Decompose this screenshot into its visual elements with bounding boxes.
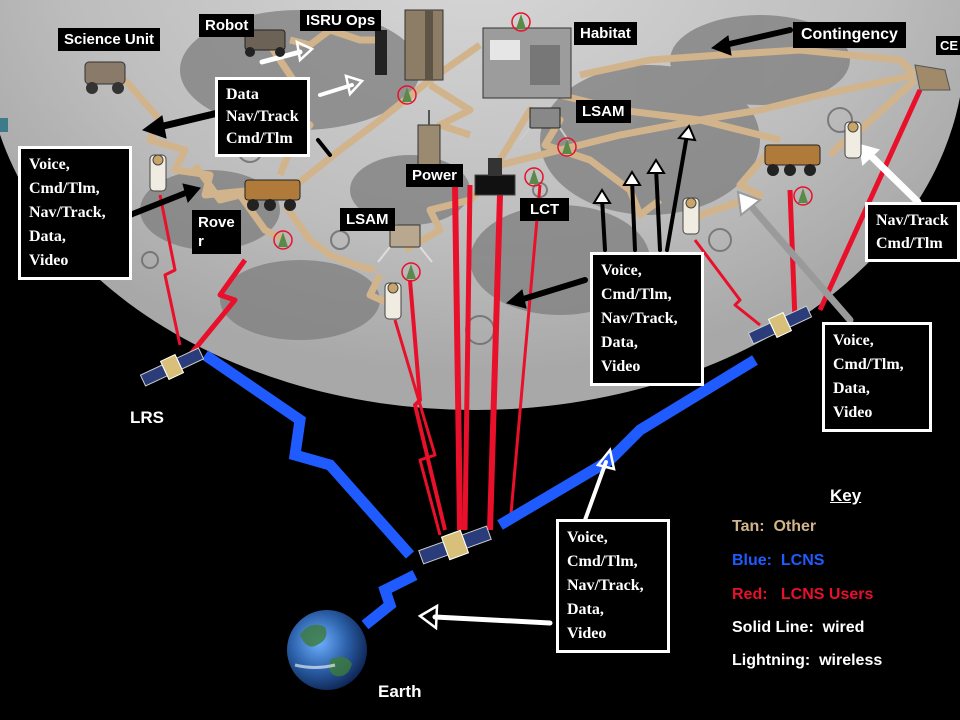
rover-links-callout: Voice, Cmd/Tlm, Nav/Track, Data, Video [18,146,132,280]
arrow-data-to-science [141,109,222,139]
red-link-astro2-earthrelay [508,184,542,526]
red-link-power-earthrelay [452,184,463,531]
habitat-label: Habitat [574,22,637,45]
center-links-callout: Voice, Cmd/Tlm, Nav/Track, Data, Video [590,252,704,386]
robot-label: Robot [199,14,255,37]
blue-link-right-relay-earthrelay [497,355,758,530]
red-link-lsam-earthrelay [408,279,447,531]
red-link-rover-lrs [188,258,248,357]
slide-edge-bar [0,118,8,132]
legend-title: Key [830,486,862,505]
antenna-icon [401,262,421,282]
arrow-earth-box-to-relay [583,447,616,522]
arrow-data-to-rover [316,138,332,157]
callout-arrows [127,27,922,631]
legend-lightning: Lightning: wireless [732,652,883,669]
right-relay-satellite-icon [747,305,813,345]
arrows-center-box-up [592,124,697,252]
antenna-markers [273,12,813,282]
red-link-right-astro-relay [693,239,761,327]
arrow-contingency-to-habitat [710,27,793,56]
antenna-icon [273,230,293,250]
astronaut-icon [384,282,402,320]
legend-solid: Solid Line: wired [732,619,865,636]
red-lcns-user-links [158,88,923,536]
arrow-right-relay-to-rover [736,190,854,324]
tan-link-habitat-contingency [579,46,918,79]
habitat-icon [482,27,572,99]
rover-left-icon [244,179,301,211]
blue-link-earth-earthrelay [361,570,418,630]
legend-red: Red: LCNS Users [732,586,874,603]
astronaut-icons [149,121,862,320]
antenna-icon [557,137,577,157]
arrow-data-to-robot [259,39,315,65]
arrow-data-to-isru [318,74,365,97]
tan-link-rover-habitat [287,42,483,193]
isru-plant-icon [375,9,444,81]
power-label: Power [406,164,464,187]
contingency-label: Contingency [793,22,906,48]
lct-label: LCT [520,198,570,221]
earth-links-callout: Voice, Cmd/Tlm, Nav/Track, Data, Video [556,519,670,653]
earth-icon [287,610,367,690]
lct-vehicle-icon [474,158,516,196]
antenna-icon [524,167,544,187]
red-link-center-earthrelay [462,184,473,531]
robot-icon [244,29,286,57]
earth-label: Earth [378,682,422,701]
arrow-left-box-to-rover [127,183,201,218]
rover-right-icon [764,144,821,176]
astronaut-icon [844,121,862,159]
blue-lcns-links [201,350,758,630]
antenna-icon [511,12,531,32]
legend-tan: Tan: Other [732,518,817,535]
blue-link-lrs-earthrelay [201,350,415,559]
right-nav-callout: Nav/Track Cmd/Tlm [865,202,960,262]
right-relay-callout: Voice, Cmd/Tlm, Data, Video [822,322,932,432]
lrs-label: LRS [130,408,164,427]
tan-link-lsam-rover [282,202,376,274]
lsam-top-label: LSAM [576,100,631,123]
isru-ops-label: ISRU Ops [300,10,382,31]
tan-link-habitat-power [428,82,474,139]
red-link-astro-earthrelay [393,319,442,536]
cev-capsule-icon [914,64,951,91]
arrow-center-box-to-lines [505,277,588,309]
red-link-astro-lrs [158,194,182,346]
lsam-left-lander-icon [377,224,433,263]
science-unit-rover-icon [84,61,126,94]
lsam-top-lander-icon [519,107,569,141]
red-link-lct-earthrelay [487,194,503,531]
arrow-earth-box-to-earth [417,603,553,631]
tan-link-rover-astro [192,162,287,244]
astronaut-icon [149,154,167,192]
earth-relay-satellite-icon [418,525,492,565]
lsam-left-label: LSAM [340,208,395,231]
red-link-cev-relay [817,88,923,312]
data-nav-cmd-callout: Data Nav/Track Cmd/Tlm [215,77,310,157]
cev-label: CE [936,36,960,55]
power-station-icon [417,110,441,166]
antenna-icon [397,85,417,105]
arrow-right-nav-to-relay [858,143,922,206]
rover-label: Rove r [192,210,241,254]
legend-blue: Blue: LCNS [732,552,825,569]
antenna-icon [793,186,813,206]
astronaut-icon [682,197,700,235]
science-unit-label: Science Unit [58,28,161,51]
lrs-satellite-icon [139,347,205,387]
